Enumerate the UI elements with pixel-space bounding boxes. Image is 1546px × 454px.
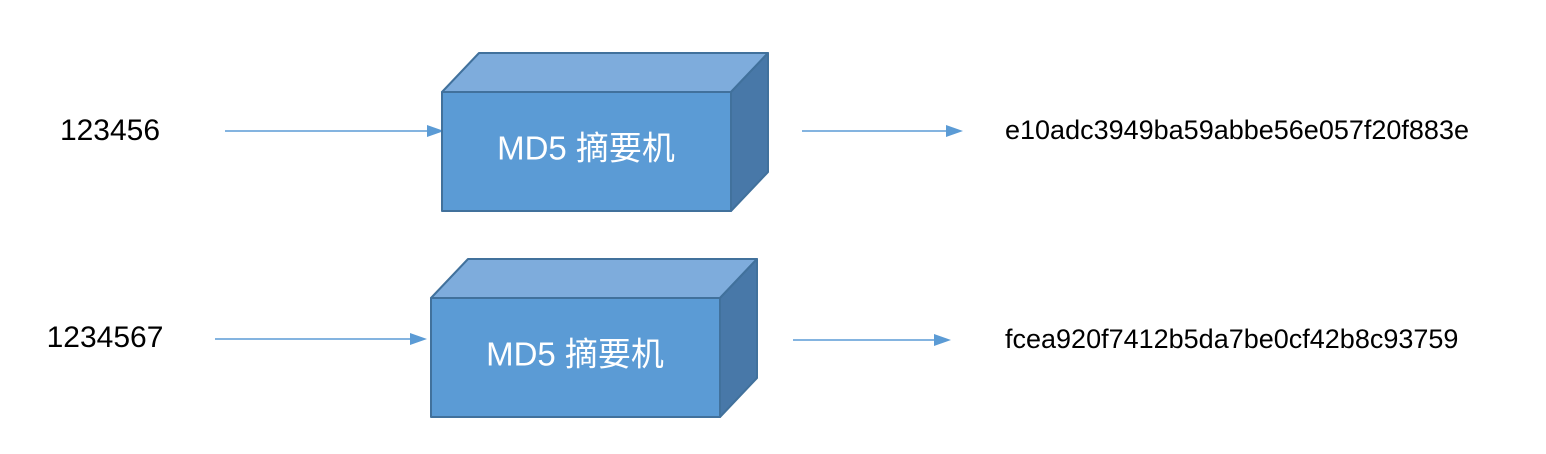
arrow-right-icon: [802, 125, 963, 137]
input-value-2: 1234567: [46, 321, 164, 354]
arrow-right-icon: [215, 333, 427, 345]
md5-box-2: MD5 摘要机: [430, 258, 758, 418]
arrow-head: [934, 334, 951, 346]
box-label-1: MD5 摘要机: [497, 130, 675, 167]
box-label-2: MD5 摘要机: [486, 336, 664, 373]
input-value-1: 123456: [59, 114, 161, 147]
md5-box-1: MD5 摘要机: [441, 52, 769, 212]
arrow-head: [410, 333, 427, 345]
arrow-head: [946, 125, 963, 137]
output-hash-1: e10adc3949ba59abbe56e057f20f883e: [1005, 115, 1469, 145]
arrow-right-icon: [793, 334, 951, 346]
arrow-right-icon: [225, 125, 444, 137]
output-hash-2: fcea920f7412b5da7be0cf42b8c93759: [1005, 324, 1459, 354]
arrow-head: [427, 125, 444, 137]
box-top-face: [441, 52, 769, 93]
box-front-face: [430, 297, 721, 418]
box-top-face: [430, 258, 758, 299]
box-front-face: [441, 91, 732, 212]
